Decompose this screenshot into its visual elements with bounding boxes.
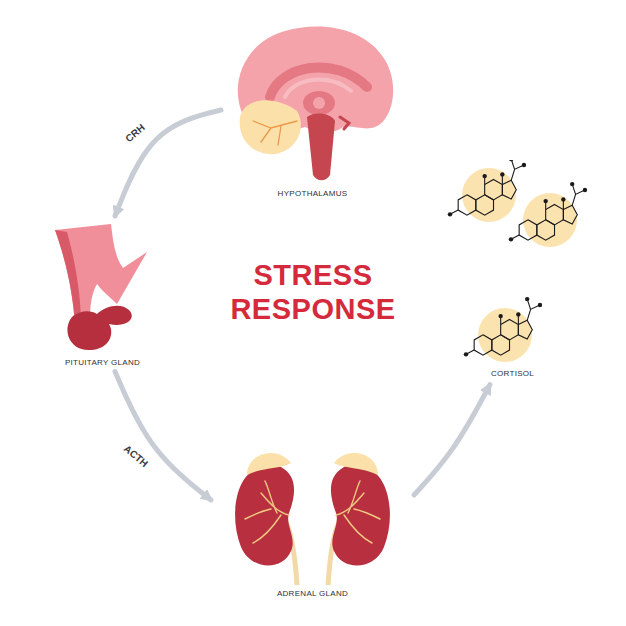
organ-node: ADRENAL GLAND: [215, 445, 410, 599]
organ-node: HYPOTHALAMUS: [225, 15, 400, 199]
diagram-title: STRESS RESPONSE: [188, 258, 438, 326]
organ-label: PITUITARY GLAND: [15, 358, 190, 368]
kidneys-illustration: [215, 445, 410, 585]
organ-label: CORTISOL: [415, 369, 610, 379]
flow-arrow: [115, 372, 211, 500]
molecule-node: CORTISOL: [415, 160, 610, 379]
hormone-label: ACTH: [121, 441, 152, 470]
brain-illustration: [225, 15, 400, 185]
flow-arrow: [414, 385, 490, 495]
hormone-label: CRH: [122, 121, 149, 146]
organ-label: HYPOTHALAMUS: [225, 189, 400, 199]
pituitary-illustration: [15, 222, 190, 354]
cortisol-molecules: [415, 160, 610, 365]
organ-node: PITUITARY GLAND: [15, 222, 190, 368]
organ-label: ADRENAL GLAND: [215, 589, 410, 599]
flow-arrow: [115, 110, 221, 216]
